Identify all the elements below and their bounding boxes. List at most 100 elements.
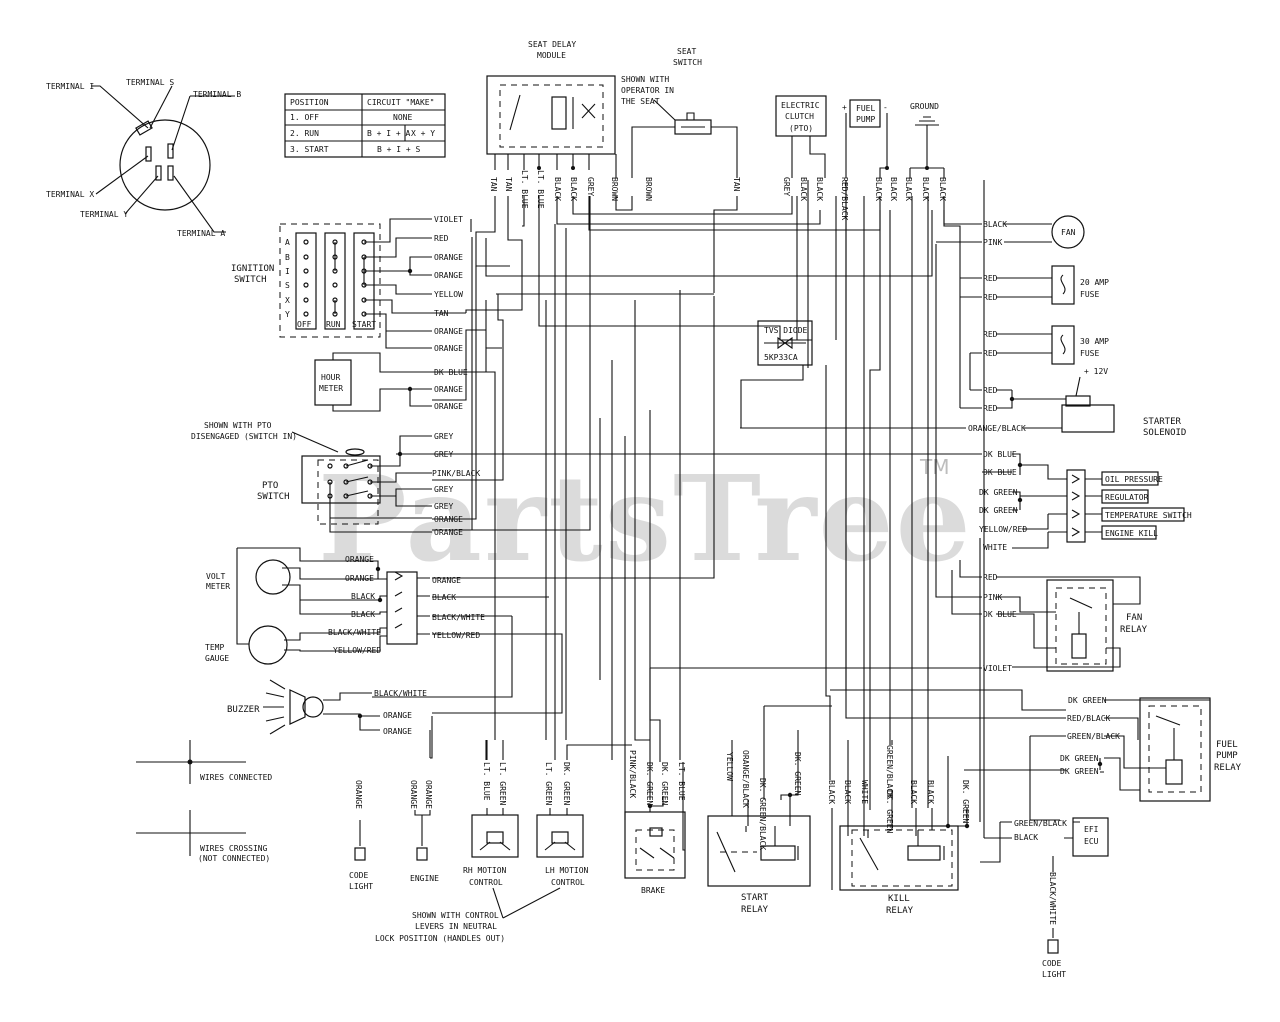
- ign-wire-orange-2: ORANGE: [434, 271, 463, 280]
- table-row-off-position: 1. OFF: [290, 113, 319, 122]
- brake-box: [624, 811, 686, 879]
- hour-wire-orange-2: ORANGE: [434, 402, 463, 411]
- ec-wire-white: WHITE: [983, 543, 1007, 552]
- fan-relay-wire-violet: VIOLET: [983, 664, 1012, 673]
- ign-letter-y: Y: [285, 310, 290, 319]
- rh-motion-control: LT. BLUE LT. GREEN RH MOTION CONTROL: [463, 740, 519, 887]
- legend-crossing-2: (NOT CONNECTED): [198, 854, 270, 863]
- clutch-label-2: CLUTCH: [785, 112, 814, 121]
- code-light-left-1: CODE: [349, 871, 368, 880]
- start-relay-label-1: START: [741, 893, 769, 903]
- ign-wire-orange-4: ORANGE: [434, 344, 463, 353]
- fan-relay: FAN RELAY RED PINK DK BLUE VIOLET: [650, 244, 1148, 673]
- seat-delay-box: [486, 75, 616, 155]
- position-table: POSITION CIRCUIT "MAKE" 1. OFF NONE 2. R…: [284, 93, 446, 158]
- starter-wire-orangeblack: ORANGE/BLACK: [968, 424, 1026, 433]
- ground: GROUND BLACK BLACK BLACK: [904, 102, 947, 201]
- code-light-bulb: [354, 847, 366, 861]
- sdm-wire-ltblue-1: LT. BLUE: [520, 170, 529, 209]
- legend-connected: WIRES CONNECTED: [200, 773, 272, 782]
- ign-col-off: OFF: [297, 320, 312, 329]
- ec-wire-dkblue-2: DK BLUE: [983, 468, 1017, 477]
- code-light-right-2: LIGHT: [1042, 970, 1066, 979]
- ignition-switch: A B I S X Y OFF RUN START IGNITION SWITC…: [231, 215, 463, 353]
- starter-voltage: + 12V: [1084, 367, 1108, 376]
- key-switch-face: TERMINAL I TERMINAL S TERMINAL B TERMINA…: [46, 78, 241, 238]
- table-row-start-position: 3. START: [290, 145, 329, 154]
- seat-delay-title-2: MODULE: [537, 51, 566, 60]
- engine-oil-pressure: OIL PRESSURE: [1105, 475, 1163, 484]
- fuse20-wire-red-1: RED: [983, 274, 998, 283]
- gauge-out-yellowred: YELLOW/RED: [432, 631, 480, 640]
- seat-delay-module: SEAT DELAY MODULE TAN TAN LT. BLUE LT. B…: [486, 40, 616, 209]
- clutch-wire-black-2: BLACK: [815, 177, 824, 201]
- sdm-wire-grey: GREY: [586, 177, 595, 196]
- efi-label-1: EFI: [1084, 825, 1099, 834]
- leader-terminal-a: [173, 175, 226, 233]
- pto-wire-grey-3: GREY: [434, 485, 453, 494]
- table-header-make: CIRCUIT "MAKE": [367, 98, 434, 107]
- fuse20-wire-red-2: RED: [983, 293, 998, 302]
- efi-ecu-box: [1072, 817, 1109, 857]
- ign-letter-b: B: [285, 253, 290, 262]
- buzzer-horn: [289, 689, 306, 725]
- start-wire-orangeblack: ORANGE/BLACK: [741, 750, 750, 808]
- code-light-right-wire: BLACK/WHITE: [1048, 872, 1057, 925]
- starter-label-2: SOLENOID: [1143, 428, 1186, 438]
- leader-terminal-y: [124, 175, 159, 215]
- ign-col-start: START: [352, 320, 376, 329]
- seat-note-2: OPERATOR IN: [621, 86, 674, 95]
- starter-body: [1061, 404, 1115, 433]
- fan-relay-wire-pink: PINK: [983, 593, 1002, 602]
- lh-motion-control: LT. GREEN DK. GREEN LH MOTION CONTROL: [536, 744, 632, 887]
- kill-wire-black-3: BLACK: [909, 780, 918, 804]
- terminal-x-label: TERMINAL X: [46, 190, 94, 199]
- table-row-run-make: B + I + A: [367, 129, 411, 138]
- kill-wire-black-4: BLACK: [926, 780, 935, 804]
- ign-col-run: RUN: [326, 320, 341, 329]
- pto-wire-grey-4: GREY: [434, 502, 453, 511]
- harness-wires: [372, 180, 1001, 863]
- engine-wire-2: ORANGE: [424, 780, 433, 809]
- terminal-b-label: TERMINAL B: [193, 90, 241, 99]
- leader-terminal-b: [171, 95, 235, 151]
- kill-relay-box: [839, 825, 959, 891]
- pto-switch-frame: [301, 455, 381, 504]
- terminal-a-label: TERMINAL A: [177, 229, 225, 238]
- gauge-wire-orange-1: ORANGE: [345, 555, 374, 564]
- fan-wire-pink: PINK: [983, 238, 1002, 247]
- sdm-wire-ltblue-2: LT. BLUE: [536, 170, 545, 209]
- fpr-label-1: FUEL: [1216, 740, 1238, 750]
- fan: FAN BLACK PINK: [936, 210, 1085, 249]
- fpr-label-3: RELAY: [1214, 763, 1242, 773]
- pto-title-1: PTO: [262, 481, 278, 491]
- kill-relay-label-1: KILL: [888, 894, 910, 904]
- terminal-x-blade: [145, 146, 152, 162]
- seat-note-3: THE SEAT: [621, 97, 660, 106]
- fpr-wire-dkgreen-3: DK GREEN: [1060, 767, 1099, 776]
- start-wire-yellow: YELLOW: [725, 752, 734, 781]
- engine-connector-right: OIL PRESSURE REGULATOR TEMPERATURE SWITC…: [396, 450, 1192, 552]
- lh-wire-dkgreen: DK. GREEN: [562, 762, 571, 806]
- fuse20-label-1: 20 AMP: [1080, 278, 1109, 287]
- fuse20-label-2: FUSE: [1080, 290, 1099, 299]
- code-light-wire: ORANGE: [354, 780, 363, 809]
- fuel-pump-relay-box: [1139, 697, 1211, 802]
- fuse-30amp: 30 AMP FUSE RED RED: [969, 325, 1109, 390]
- ign-wire-orange-1: ORANGE: [434, 253, 463, 262]
- gauge-out-orange: ORANGE: [432, 576, 461, 585]
- seat-switch-title-1: SEAT: [677, 47, 696, 56]
- ign-letter-x: X: [285, 296, 290, 305]
- gauge-wire-orange-2: ORANGE: [345, 574, 374, 583]
- hour-meter-label-1: HOUR: [321, 373, 340, 382]
- start-relay: YELLOW ORANGE/BLACK DK. GREEN/BLACK DK. …: [707, 705, 832, 915]
- fan-relay-wire-red: RED: [983, 573, 998, 582]
- kill-relay-label-2: RELAY: [886, 906, 914, 916]
- fuse30-label-1: 30 AMP: [1080, 337, 1109, 346]
- table-row-off-make: NONE: [393, 113, 412, 122]
- lh-motion-box: [536, 814, 584, 858]
- fan-relay-box: [1046, 579, 1114, 672]
- code-light-right-1: CODE: [1042, 959, 1061, 968]
- key-switch-circle: [119, 119, 211, 211]
